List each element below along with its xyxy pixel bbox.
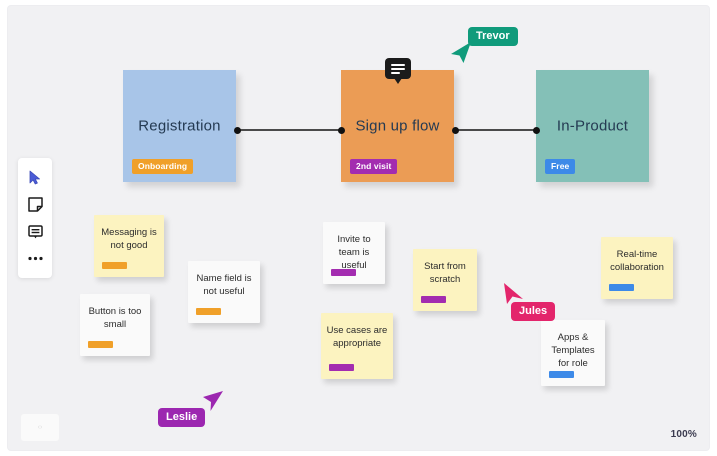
flow-card-title: Registration: [138, 117, 221, 135]
sticky-note[interactable]: Messaging is not good: [94, 215, 164, 277]
sticky-note[interactable]: Real-time collaboration: [601, 237, 673, 299]
history-chip[interactable]: ‹›: [21, 414, 59, 441]
comment-tool[interactable]: [18, 218, 52, 245]
comment-badge-icon[interactable]: [384, 58, 411, 84]
connector-endpoint-dot[interactable]: [337, 126, 345, 134]
sticky-note-tool[interactable]: [18, 191, 52, 218]
sticky-note[interactable]: Name field is not useful: [188, 261, 260, 323]
sticky-note-tag[interactable]: [609, 284, 634, 291]
sticky-note-tag[interactable]: [421, 296, 446, 303]
collaborator-cursor-pointer-icon: [451, 42, 473, 69]
flow-card[interactable]: Sign up flow 2nd visit: [341, 70, 454, 182]
sticky-note[interactable]: Button is too small: [80, 294, 150, 356]
sticky-note-text: Name field is not useful: [196, 273, 252, 297]
flow-card-title: Sign up flow: [355, 117, 440, 135]
select-tool[interactable]: [18, 164, 52, 191]
sticky-note-text: Start from scratch: [424, 261, 466, 285]
flow-card-title: In-Product: [556, 117, 629, 135]
sticky-note-tag[interactable]: [196, 308, 221, 315]
connector-endpoint-dot[interactable]: [532, 126, 540, 134]
sticky-note-tag[interactable]: [331, 269, 356, 276]
sticky-note[interactable]: Apps & Templates for role: [541, 320, 605, 386]
connector-endpoint-dot[interactable]: [451, 126, 459, 134]
flow-connector[interactable]: [237, 129, 341, 131]
zoom-level-indicator[interactable]: 100%: [670, 429, 697, 440]
connector-endpoint-dot[interactable]: [233, 126, 241, 134]
sticky-note[interactable]: Start from scratch: [413, 249, 477, 311]
sticky-note[interactable]: Invite to team is useful: [323, 222, 385, 284]
sticky-note-tag[interactable]: [329, 364, 354, 371]
flow-connector[interactable]: [455, 129, 536, 131]
sticky-note-text: Invite to team is useful: [337, 234, 371, 271]
collaborator-cursor-pointer-icon: [202, 391, 224, 418]
sticky-note-text: Use cases are appropriate: [326, 325, 388, 349]
sticky-note-text: Apps & Templates for role: [551, 332, 595, 369]
collaborator-cursor-pointer-icon: [504, 283, 526, 310]
sticky-note-text: Messaging is not good: [101, 227, 157, 251]
history-chip-label: ‹›: [37, 424, 43, 431]
sticky-note-tag[interactable]: [102, 262, 127, 269]
collaborator-cursor-label: Leslie: [158, 408, 206, 427]
flow-card-badge[interactable]: 2nd visit: [350, 159, 398, 174]
sticky-note-text: Button is too small: [88, 306, 142, 330]
more-options-icon[interactable]: [18, 245, 52, 272]
collaborator-cursor-label: Trevor: [468, 27, 518, 46]
sticky-note[interactable]: Use cases are appropriate: [321, 313, 393, 379]
sticky-note-text: Real-time collaboration: [610, 249, 664, 273]
flow-card-badge[interactable]: Onboarding: [132, 159, 194, 174]
left-toolbar: [18, 158, 52, 278]
flow-card-badge[interactable]: Free: [545, 159, 576, 174]
sticky-note-tag[interactable]: [88, 341, 113, 348]
collaborator-cursor-label: Jules: [511, 302, 556, 321]
sticky-note-tag[interactable]: [549, 371, 574, 378]
